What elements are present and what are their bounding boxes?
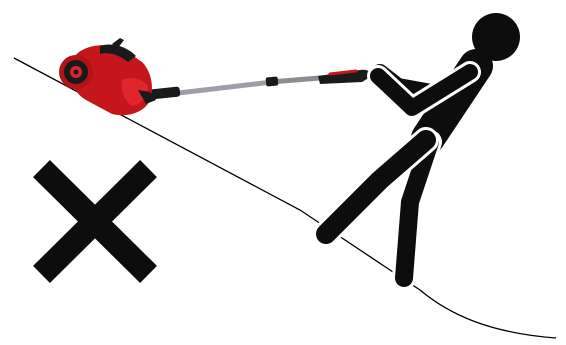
canister-vacuum-icon	[59, 38, 371, 115]
cross-mark-icon	[50, 177, 140, 266]
person-pulling-icon	[326, 13, 520, 278]
